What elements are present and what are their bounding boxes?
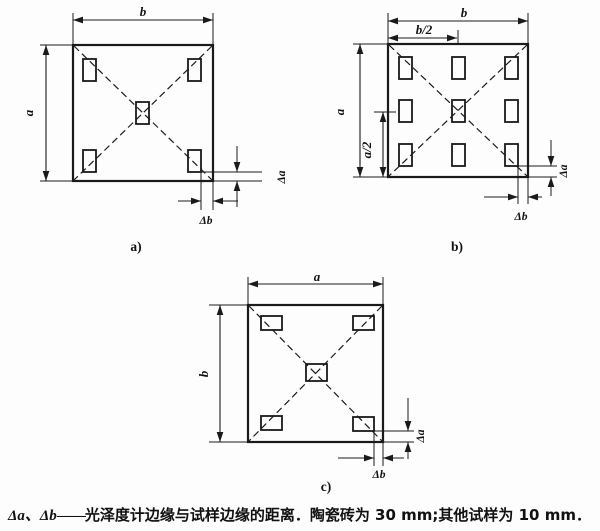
dim-label-b: b [140,4,147,19]
diagram-c-height-dimension: b [196,304,248,443]
delta-a-label: Δa [558,164,570,178]
measure-area [504,56,519,80]
edge-offset-markers: Δa Δb [484,140,570,223]
diagram-b-height-dimension: a [332,43,388,178]
diagram-c-label: c) [321,479,332,494]
measurement-areas [260,315,375,432]
diagram-b-label: b) [451,239,463,254]
dim-label-b2: b/2 [416,22,433,37]
diagonal-lines [388,44,528,177]
dim-label-a: a [332,108,347,115]
diagram-b-half-height-dimension: a/2 [359,111,396,177]
delta-a-label: Δa [276,170,288,184]
measurement-areas [398,56,519,167]
measure-area [398,99,413,123]
measure-area [82,58,97,82]
measure-area [504,99,519,123]
measure-area [398,56,413,80]
edge-offset-markers: Δa Δb [178,146,288,227]
measure-area [504,143,519,167]
caption-definition: 光泽度计边缘与试样边缘的距离．陶瓷砖为 30 mm;其他试样为 10 mm． [84,506,591,524]
measure-area [187,149,202,173]
dim-label-a: a [21,109,36,116]
measure-area [451,143,466,167]
specimen-outline [246,303,385,444]
delta-a-label: Δa [415,429,427,443]
measure-area [260,315,283,331]
diagonal-lines [248,305,383,442]
measure-area [260,415,283,431]
figure-caption: Δa、Δb——光泽度计边缘与试样边缘的距离．陶瓷砖为 30 mm;其他试样为 1… [8,505,596,526]
measure-area [451,99,466,123]
diagram-a: b a Δa Δb [21,4,288,254]
diagram-c: a b Δa Δb [196,269,427,494]
specimen-outline [386,42,530,179]
diagram-a-height-dimension: a [21,44,73,182]
delta-b-label: Δb [372,469,386,481]
caption-dash: —— [56,508,86,524]
diagram-a-width-dimension: b [72,4,214,45]
measure-area [451,56,466,80]
delta-b-label: Δb [199,215,213,227]
delta-b-label: Δb [514,211,528,223]
dim-label-a: a [314,269,321,284]
dim-label-a2: a/2 [359,141,374,158]
diagram-b-half-width-dimension: b/2 [388,22,459,44]
diagram-c-width-dimension: a [247,269,384,305]
caption-term: Δa、Δb [8,508,57,524]
edge-offset-markers: Δa Δb [338,398,427,481]
dim-label-b: b [196,370,211,377]
measurement-areas [82,58,202,173]
figure-canvas: b a Δa Δb [21,4,570,494]
diagonal-lines [73,45,213,181]
dim-label-b: b [461,5,468,20]
measure-area [82,149,97,173]
diagram-b: b b/2 a a/2 [332,5,570,254]
specimen-outline [71,43,215,183]
diagram-a-label: a) [130,239,141,254]
measure-area [398,143,413,167]
measure-area [135,101,150,125]
measure-area [352,315,375,331]
measure-area [352,416,375,432]
